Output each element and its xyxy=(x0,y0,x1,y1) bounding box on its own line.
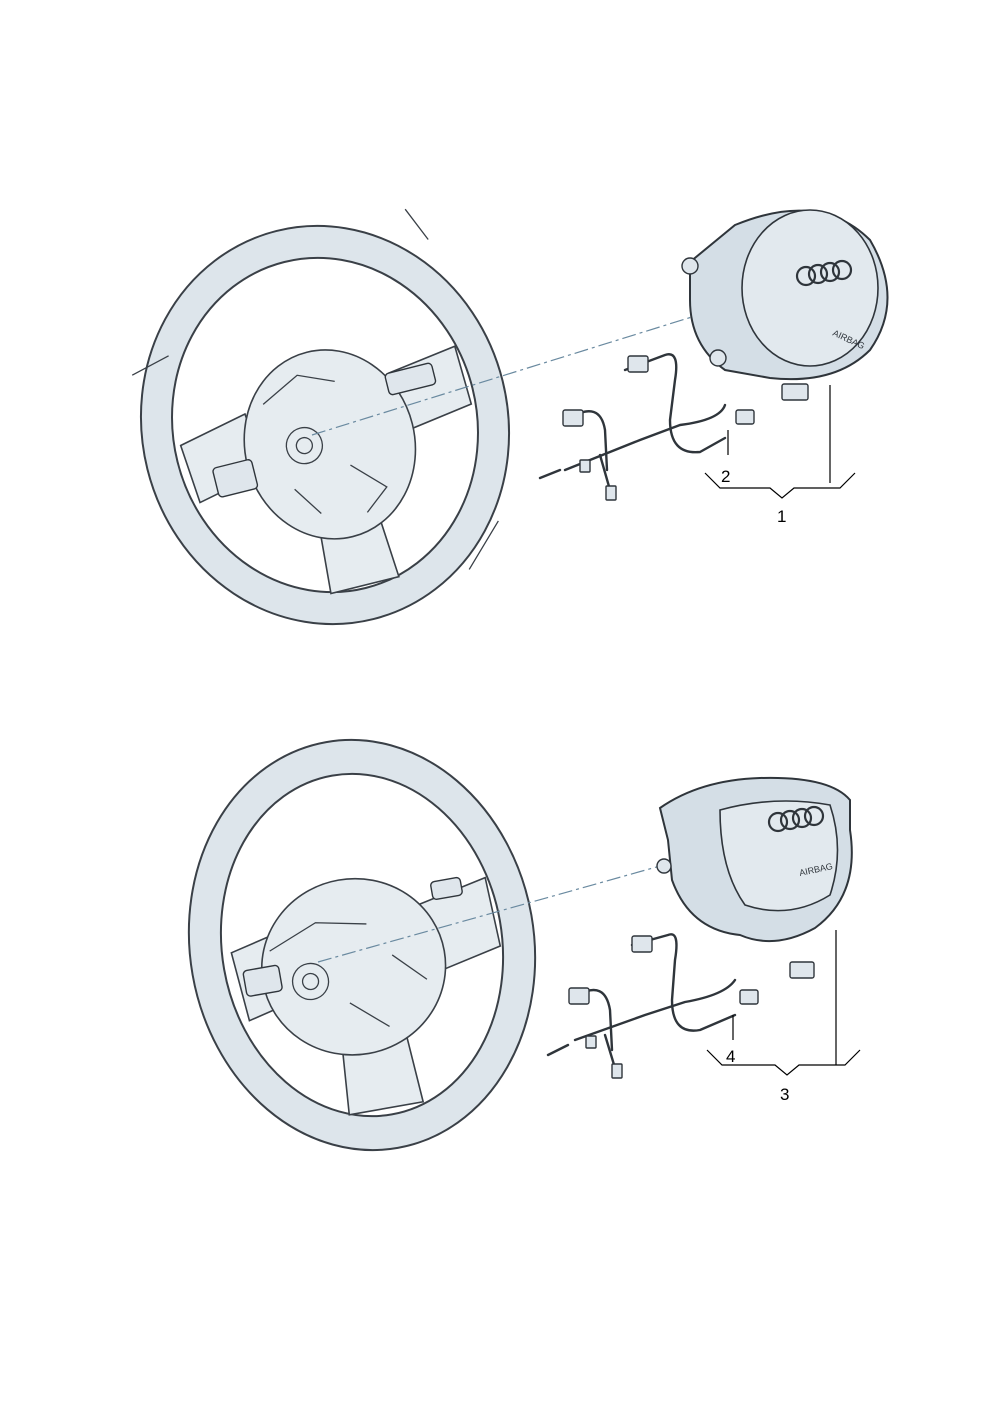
upper-wiring-harness xyxy=(538,353,809,501)
upper-airbag-unit: AIRBAG xyxy=(681,209,889,381)
upper-hub-boss xyxy=(285,426,324,465)
upper-harness-connector-b xyxy=(562,409,584,427)
upper-airbag-mount-pin-lower xyxy=(709,349,727,367)
upper-axis-line xyxy=(311,315,696,436)
lower-assembly: AIRBAG 4 3 xyxy=(187,738,861,1152)
lower-airbag-mount-pin xyxy=(656,858,672,874)
upper-callouts: 2 1 xyxy=(704,385,856,526)
lower-axis-line xyxy=(317,865,661,963)
upper-harness-connector-a xyxy=(627,355,649,373)
upper-four-rings-logo xyxy=(795,259,853,287)
upper-assembly: AIRBAG 2 1 xyxy=(131,208,889,626)
lower-right-button-cluster xyxy=(430,876,463,901)
lower-group-brace xyxy=(706,1049,861,1076)
callout-1: 1 xyxy=(777,507,786,526)
lower-harness-connector-c xyxy=(739,989,759,1005)
upper-left-button-cluster xyxy=(212,459,259,498)
callout-4: 4 xyxy=(726,1047,735,1066)
lower-steering-wheel xyxy=(187,738,537,1152)
lower-wiring-harness xyxy=(546,933,815,1079)
lower-harness-connector-a xyxy=(631,935,653,953)
upper-airbag-plug xyxy=(781,383,809,401)
upper-airbag-cover xyxy=(741,209,879,367)
lower-four-rings-logo xyxy=(767,805,825,833)
upper-right-button-cluster xyxy=(384,362,437,396)
upper-harness-connector-c xyxy=(735,409,755,425)
lower-left-button-cluster xyxy=(242,964,283,997)
upper-airbag-mount-pin xyxy=(681,257,699,275)
callout-2: 2 xyxy=(721,467,730,486)
lower-callouts: 4 3 xyxy=(706,930,861,1104)
lower-airbag-unit: AIRBAG xyxy=(656,776,853,943)
callout-3: 3 xyxy=(780,1085,789,1104)
lower-airbag-cover xyxy=(719,800,839,912)
upper-group-brace xyxy=(704,472,856,499)
lower-airbag-plug xyxy=(789,961,815,979)
upper-steering-wheel xyxy=(131,208,511,626)
lower-hub-boss xyxy=(291,962,330,1001)
lower-harness-connector-b xyxy=(568,987,590,1005)
